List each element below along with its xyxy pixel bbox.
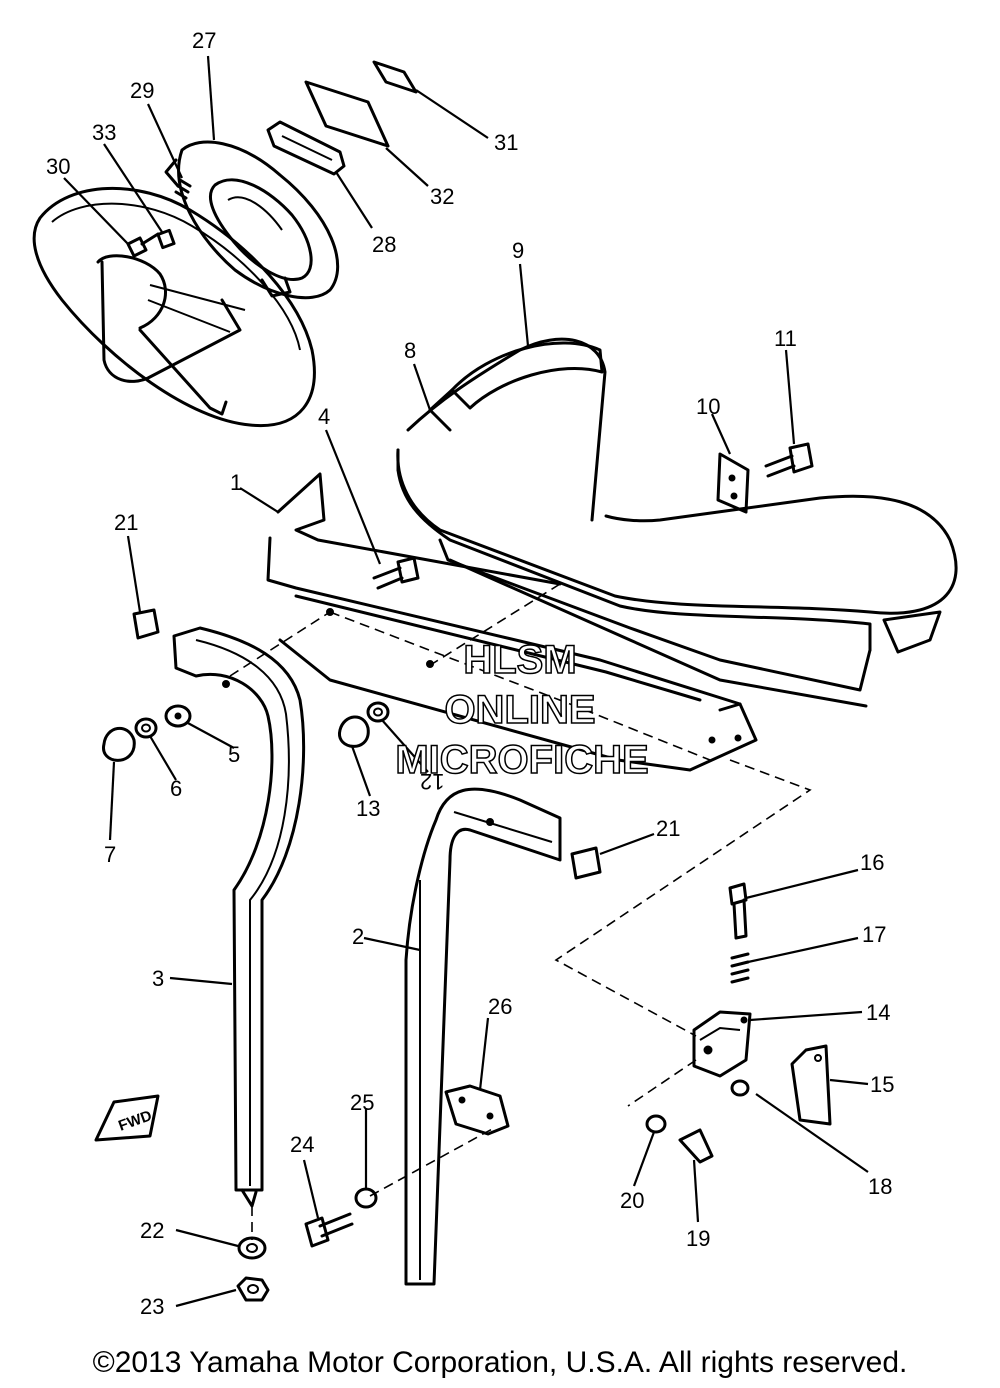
callout-3: 3 bbox=[152, 966, 165, 991]
pipe-3 bbox=[172, 626, 306, 1208]
callout-23: 23 bbox=[140, 1294, 165, 1319]
callout-33: 33 bbox=[92, 120, 117, 145]
bracket-26 bbox=[444, 1084, 510, 1136]
bolt-16 bbox=[728, 882, 748, 940]
callout-11: 11 bbox=[774, 326, 797, 351]
callout-32: 32 bbox=[430, 184, 455, 209]
bolt-19 bbox=[678, 1128, 714, 1164]
callout-19: 19 bbox=[686, 1226, 711, 1251]
fwd-marker bbox=[94, 1094, 160, 1142]
washer-20 bbox=[645, 1114, 667, 1134]
bracket-10 bbox=[716, 452, 750, 514]
clip-21-right bbox=[570, 846, 602, 880]
callout-22: 22 bbox=[140, 1218, 165, 1243]
watermark-line-2: ONLINE bbox=[444, 688, 597, 732]
callout-6: 6 bbox=[170, 776, 183, 801]
cap-nut-13 bbox=[338, 715, 370, 748]
callout-15: 15 bbox=[870, 1072, 895, 1097]
copyright-notice: ©2013 Yamaha Motor Corporation, U.S.A. A… bbox=[92, 1346, 908, 1379]
callout-25: 25 bbox=[350, 1090, 375, 1115]
callout-30: 30 bbox=[46, 154, 71, 179]
horn-pad-27 bbox=[164, 140, 340, 300]
leader-lines bbox=[63, 55, 869, 1308]
pipe-2 bbox=[404, 787, 562, 1286]
callout-5: 5 bbox=[228, 742, 241, 767]
clip-21-left bbox=[132, 608, 160, 640]
washer-25 bbox=[354, 1187, 378, 1209]
callout-7: 7 bbox=[104, 842, 117, 867]
front-frame-1 bbox=[266, 472, 758, 772]
callout-21-left: 21 bbox=[114, 510, 139, 535]
callout-18: 18 bbox=[868, 1174, 893, 1199]
panel-9 bbox=[428, 341, 604, 432]
washer-22 bbox=[237, 1236, 267, 1260]
callout-26: 26 bbox=[488, 994, 513, 1019]
badge-31 bbox=[372, 60, 418, 94]
callout-31: 31 bbox=[494, 130, 519, 155]
spring-17 bbox=[730, 952, 750, 984]
emblem-28 bbox=[266, 120, 346, 176]
callout-14: 14 bbox=[866, 1000, 891, 1025]
bolt-24 bbox=[304, 1212, 354, 1248]
callout-28: 28 bbox=[372, 232, 397, 257]
callout-29: 29 bbox=[130, 78, 155, 103]
bolt-4 bbox=[372, 556, 420, 590]
washer-33 bbox=[156, 228, 176, 250]
plate-15 bbox=[790, 1044, 832, 1126]
bolt-11 bbox=[764, 442, 814, 478]
watermark-line-1: HLSM bbox=[463, 638, 578, 682]
callout-24: 24 bbox=[290, 1132, 315, 1157]
callout-13: 13 bbox=[356, 796, 381, 821]
bracket-14 bbox=[692, 1010, 752, 1078]
callout-20: 20 bbox=[620, 1188, 645, 1213]
callout-16: 16 bbox=[860, 850, 885, 875]
callout-17: 17 bbox=[862, 922, 887, 947]
callout-9: 9 bbox=[512, 238, 525, 263]
screw-30 bbox=[126, 232, 160, 258]
nut-18 bbox=[730, 1079, 750, 1097]
callout-8: 8 bbox=[404, 338, 417, 363]
callout-27: 27 bbox=[192, 28, 217, 53]
spring-29 bbox=[174, 178, 192, 200]
callout-4: 4 bbox=[318, 404, 331, 429]
callout-10: 10 bbox=[696, 394, 721, 419]
watermark-line-3: MICROFICHE bbox=[395, 738, 650, 782]
lockwasher-12 bbox=[366, 701, 390, 723]
callout-1: 1 bbox=[230, 470, 243, 495]
steering-wheel bbox=[32, 187, 316, 428]
lockwasher-6 bbox=[134, 717, 158, 739]
cap-nut-7 bbox=[102, 727, 136, 762]
callout-21-right: 21 bbox=[656, 816, 681, 841]
callout-2: 2 bbox=[352, 924, 365, 949]
fwd-marker-label: FWD bbox=[116, 1107, 154, 1135]
plate-32 bbox=[304, 80, 390, 148]
washer-5 bbox=[164, 704, 192, 728]
nut-23 bbox=[236, 1276, 270, 1302]
assembly-lines bbox=[229, 583, 812, 1240]
